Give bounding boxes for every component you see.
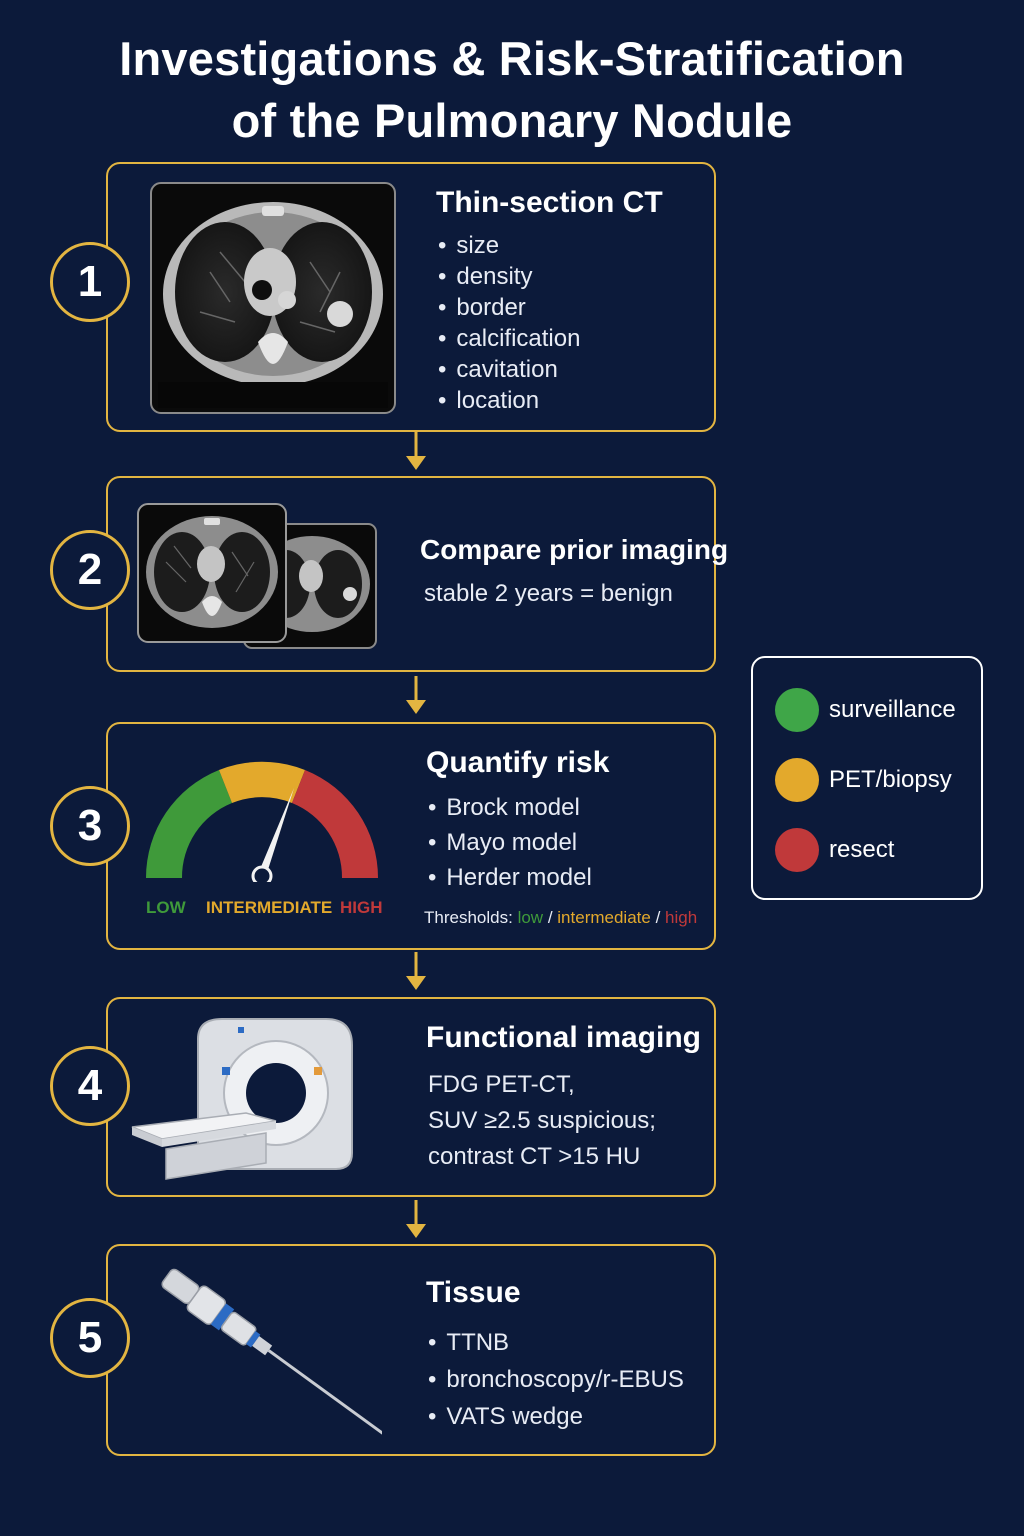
arrow-down-icon xyxy=(406,676,426,714)
threshold-intermediate: intermediate xyxy=(557,908,651,927)
ct-scanner-machine-icon xyxy=(131,1018,353,1180)
step-5-number: 5 xyxy=(50,1298,130,1378)
legend-item-surveillance: surveillance xyxy=(775,686,956,734)
step-5-heading: Tissue xyxy=(426,1276,521,1309)
list-item: size xyxy=(438,230,580,261)
title-line-2: of the Pulmonary Nodule xyxy=(231,94,793,147)
step-2-heading: Compare prior imaging xyxy=(420,534,729,565)
step-2-box: Compare prior imaging stable 2 years = b… xyxy=(106,476,728,672)
gauge-label-low: LOW xyxy=(146,898,186,917)
step-3-heading: Quantify risk xyxy=(426,746,610,779)
list-item: density xyxy=(438,261,580,292)
gauge-needle xyxy=(258,788,294,876)
green-dot-icon xyxy=(775,688,819,732)
ct-scan-image-icon xyxy=(150,182,396,414)
thresholds-prefix: Thresholds: xyxy=(424,908,513,927)
step-5-box: Tissue TTNB bronchoscopy/r-EBUS VATS wed… xyxy=(106,1244,716,1456)
list-item: Herder model xyxy=(428,860,591,895)
step-1-heading: Thin-section CT xyxy=(436,186,663,219)
step-2-text: stable 2 years = benign xyxy=(424,580,673,607)
list-item: bronchoscopy/r-EBUS xyxy=(428,1361,683,1398)
red-dot-icon xyxy=(775,828,819,872)
gauge-intermediate-segment xyxy=(219,761,305,803)
step-1-bullets: size density border calcification cavita… xyxy=(438,230,580,416)
step-3-number: 3 xyxy=(50,786,130,866)
list-item: cavitation xyxy=(438,354,580,385)
step-4-line-1: FDG PET-CT, xyxy=(428,1071,575,1098)
list-item: VATS wedge xyxy=(428,1398,684,1435)
step-2-number: 2 xyxy=(50,530,130,610)
step-1-number: 1 xyxy=(50,242,130,322)
gauge-label-high: HIGH xyxy=(340,898,383,917)
legend-label: PET/biopsy xyxy=(829,766,952,793)
arrow-down-icon xyxy=(406,952,426,990)
legend-item-pet-biopsy: PET/biopsy xyxy=(775,756,952,804)
threshold-low: low xyxy=(517,908,544,927)
step-3-box: LOW INTERMEDIATE HIGH Quantify risk Broc… xyxy=(106,722,716,950)
legend-label: resect xyxy=(829,836,895,863)
legend: surveillance PET/biopsy resect xyxy=(751,656,983,900)
arrow-down-icon xyxy=(406,432,426,470)
prior-ct-scan-images-icon xyxy=(137,503,377,649)
gauge-label-intermediate: INTERMEDIATE xyxy=(206,898,333,917)
amber-dot-icon xyxy=(775,758,819,802)
step-5-bullets: TTNB bronchoscopy/r-EBUS VATS wedge xyxy=(428,1324,684,1435)
step-4-box: Functional imaging FDG PET-CT, SUV ≥2.5 … xyxy=(106,997,716,1197)
threshold-separator: / xyxy=(655,908,661,927)
thresholds-line: Thresholds: low / intermediate / high xyxy=(424,908,697,928)
threshold-high: high xyxy=(665,908,698,927)
gauge-low-segment xyxy=(145,770,232,878)
arrow-down-icon xyxy=(406,1200,426,1238)
page-title: Investigations & Risk-Stratification of … xyxy=(0,28,1024,152)
list-item: border xyxy=(438,292,580,323)
step-4-line-3: contrast CT >15 HU xyxy=(428,1143,641,1170)
gauge-high-segment xyxy=(292,770,379,878)
list-item: Brock model xyxy=(428,790,592,825)
list-item: calcification xyxy=(438,323,580,354)
list-item: TTNB xyxy=(428,1324,684,1361)
step-4-line-2: SUV ≥2.5 suspicious; xyxy=(428,1107,656,1134)
list-item: Mayo model xyxy=(428,825,592,860)
step-4-number: 4 xyxy=(50,1046,130,1126)
step-1-box: Thin-section CT size density border calc… xyxy=(106,162,716,432)
list-item: location xyxy=(438,385,580,416)
step-4-heading: Functional imaging xyxy=(426,1021,701,1054)
legend-item-resect: resect xyxy=(775,826,894,874)
threshold-separator: / xyxy=(547,908,553,927)
risk-gauge-icon xyxy=(145,761,379,882)
legend-label: surveillance xyxy=(829,696,956,723)
title-line-1: Investigations & Risk-Stratification xyxy=(119,32,905,85)
biopsy-needle-icon xyxy=(161,1268,382,1436)
step-3-bullets: Brock model Mayo model Herder model xyxy=(428,790,592,895)
